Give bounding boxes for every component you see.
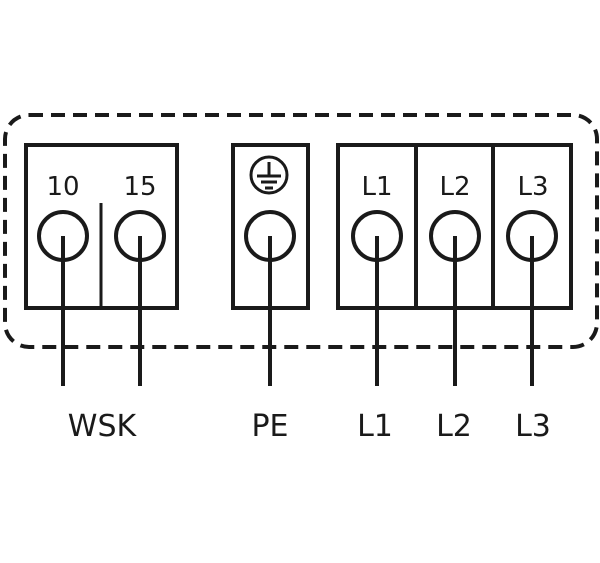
terminal-label-15: 15	[123, 172, 156, 202]
wires	[61, 236, 534, 386]
output-label-l2: L2	[436, 409, 472, 444]
earth-ground-icon	[249, 155, 289, 195]
terminal-label-l2: L2	[439, 172, 470, 202]
output-label-wsk: WSK	[68, 409, 138, 444]
output-label-l3: L3	[515, 409, 551, 444]
terminal-label-l1: L1	[361, 172, 392, 202]
output-label-l1: L1	[357, 409, 393, 444]
output-label-pe: PE	[251, 409, 288, 444]
terminal-label-10: 10	[46, 172, 79, 202]
output-labels: WSK PE L1 L2 L3	[68, 409, 551, 444]
enclosure-dashed-outline	[3, 113, 599, 349]
terminal-label-l3: L3	[517, 172, 548, 202]
terminal-block-wsk: 10 15	[24, 143, 179, 310]
